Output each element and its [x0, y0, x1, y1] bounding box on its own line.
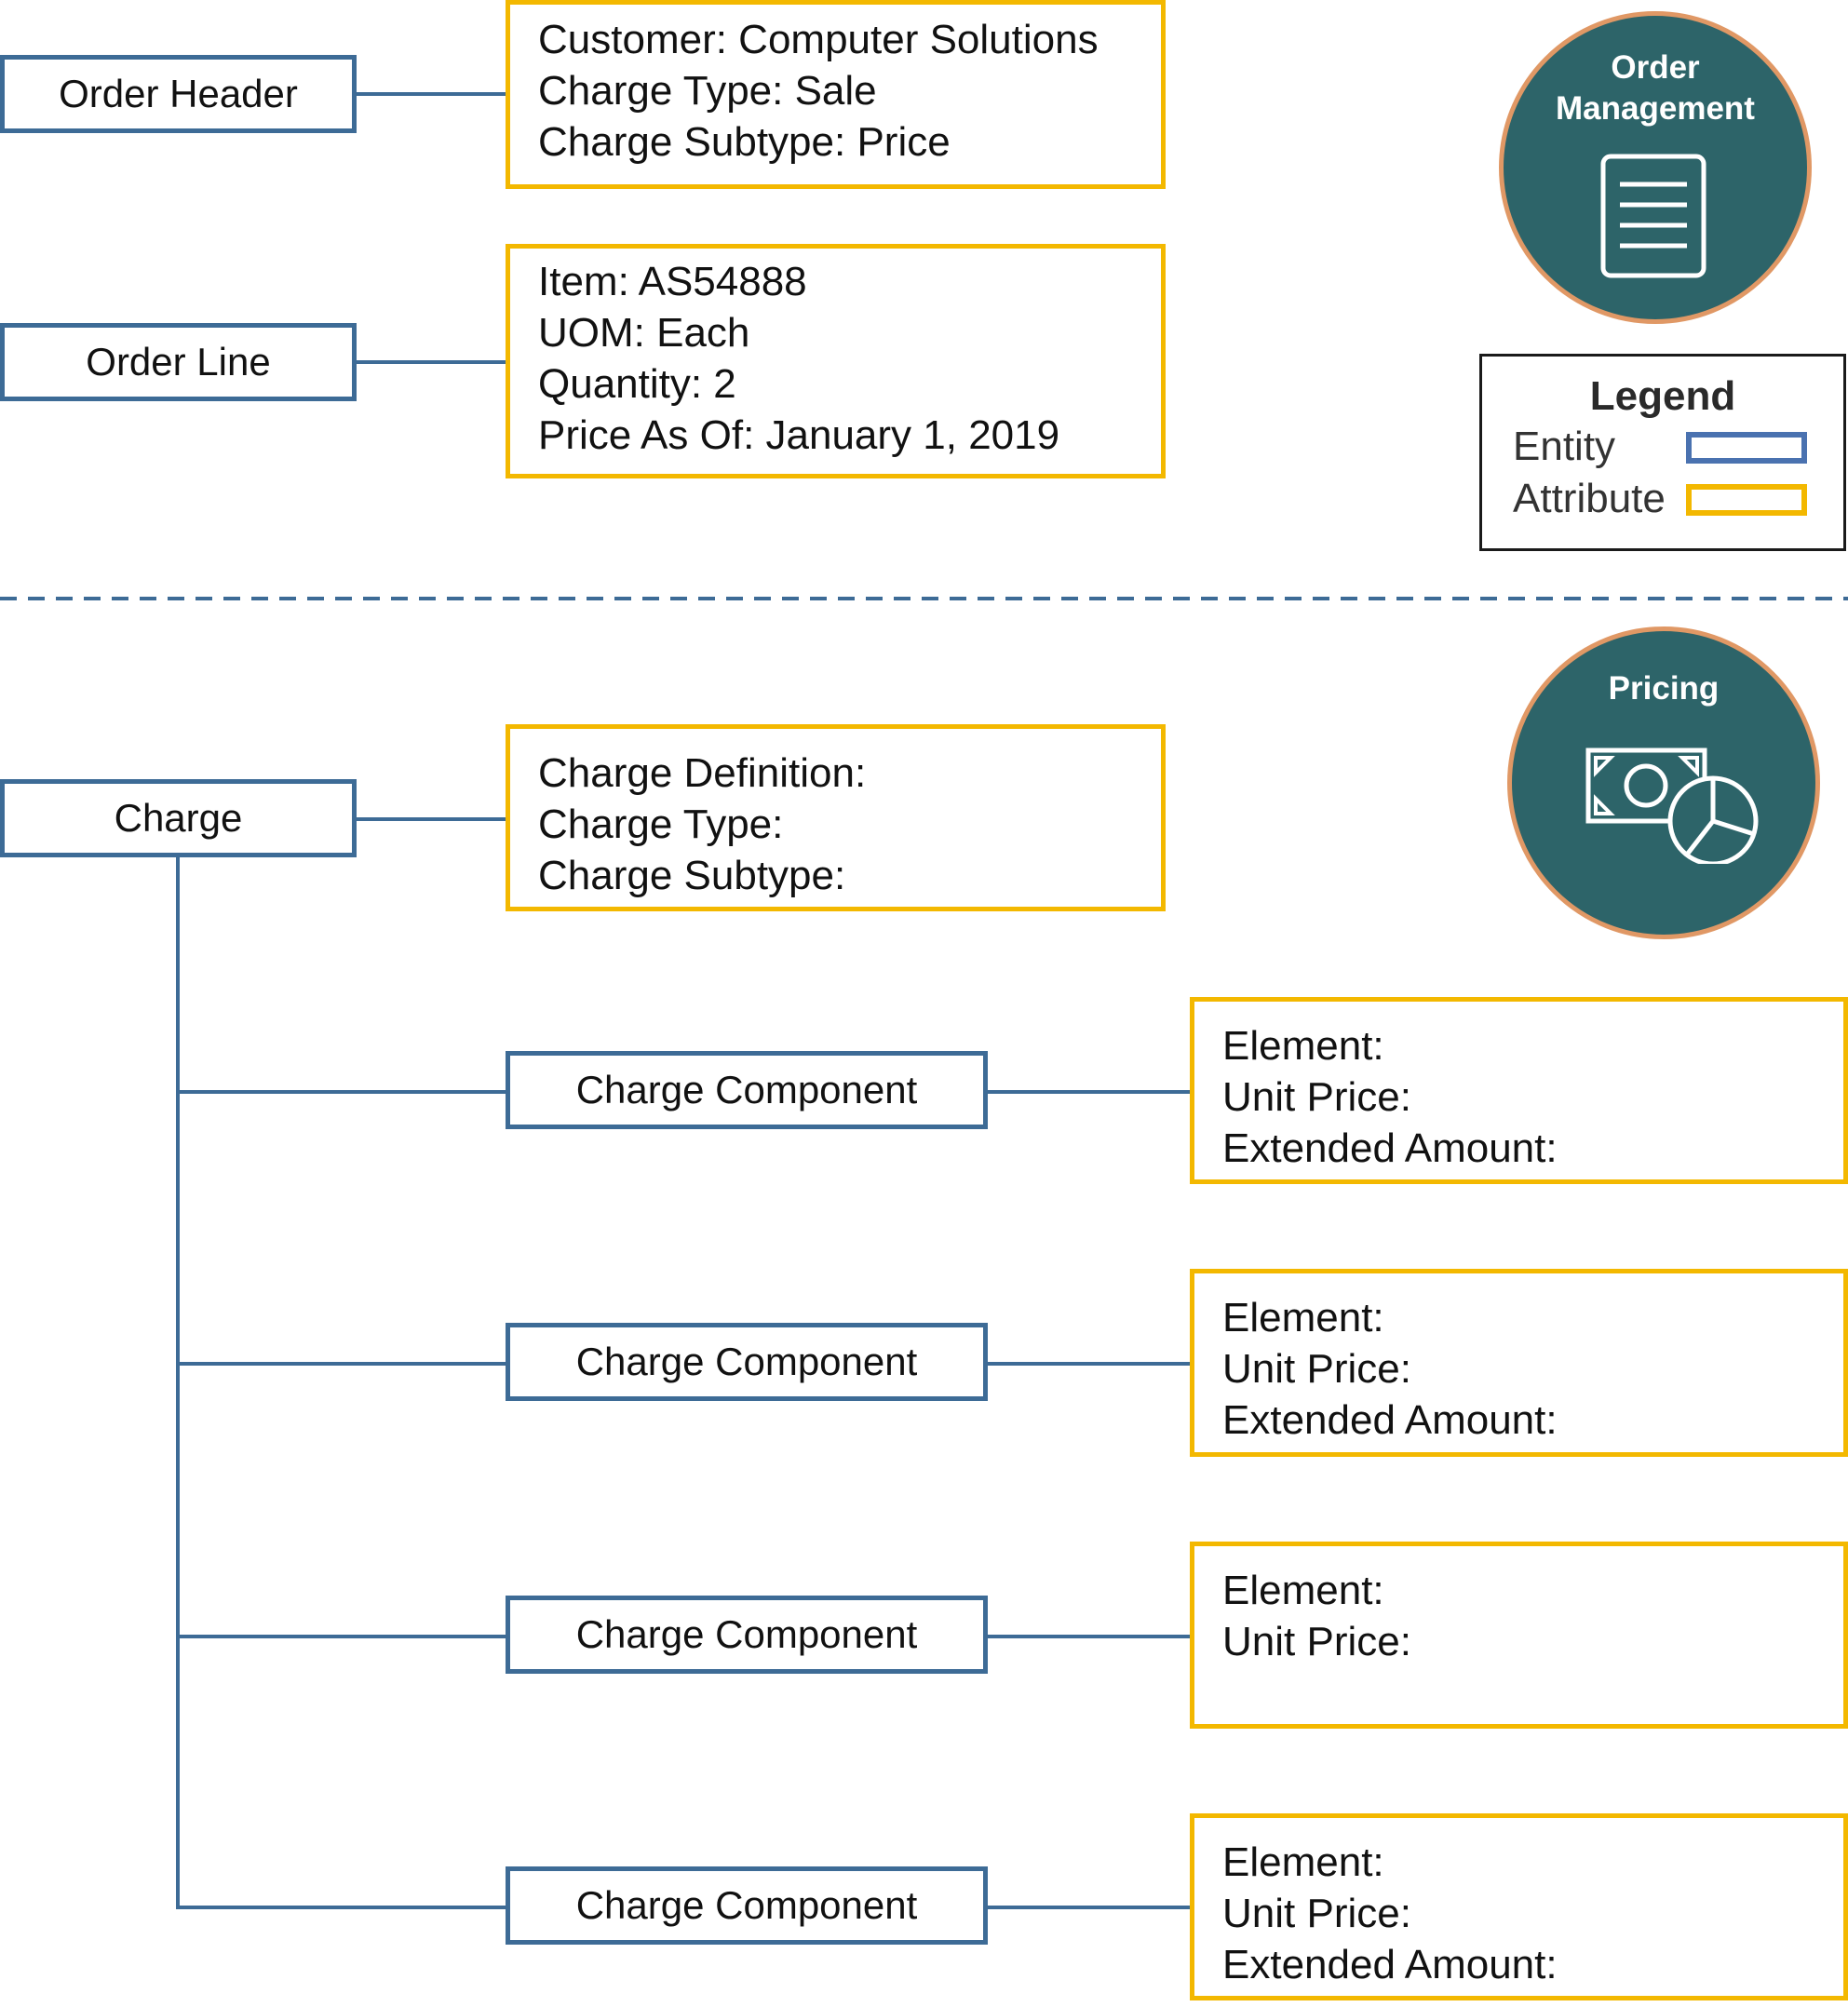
- legend-title: Legend: [1589, 373, 1736, 419]
- order-line-attributes: Item: AS54888 UOM: Each Quantity: 2 Pric…: [506, 244, 1166, 478]
- charge-component-entity: Charge Component: [506, 1596, 988, 1674]
- charge-entity: Charge: [0, 779, 357, 857]
- charge-component-label: Charge Component: [575, 1340, 918, 1383]
- document-icon: [1600, 154, 1706, 278]
- order-line-label: Order Line: [86, 340, 271, 384]
- legend-attribute-label: Attribute: [1513, 476, 1666, 521]
- legend-entity-label: Entity: [1513, 424, 1616, 469]
- charge-label: Charge: [114, 796, 243, 840]
- attribute-line: Element:: [1222, 1023, 1384, 1069]
- money-pie-chart-icon: [1585, 748, 1759, 864]
- legend: Legend Entity Attribute: [1479, 354, 1846, 551]
- charge-component-attributes: Element: Unit Price: Extended Amount:: [1190, 997, 1848, 1184]
- attribute-line: Unit Price:: [1222, 1619, 1411, 1664]
- order-line-entity: Order Line: [0, 323, 357, 401]
- order-header-label: Order Header: [59, 72, 298, 115]
- order-header-attributes: Customer: Computer Solutions Charge Type…: [506, 0, 1166, 189]
- attribute-line: Charge Type: Sale: [538, 68, 877, 114]
- attribute-line: Extended Amount:: [1222, 1942, 1558, 1987]
- charge-component-entity: Charge Component: [506, 1051, 988, 1129]
- attribute-line: Unit Price:: [1222, 1346, 1411, 1392]
- order-management-badge: Order Management: [1499, 11, 1812, 324]
- charge-component-entity: Charge Component: [506, 1323, 988, 1401]
- attribute-line: Price As Of: January 1, 2019: [538, 412, 1060, 458]
- attribute-line: Extended Amount:: [1222, 1397, 1558, 1443]
- attribute-line: Charge Type:: [538, 801, 784, 847]
- attribute-line: Element:: [1222, 1839, 1384, 1885]
- attribute-line: Charge Subtype: Price: [538, 119, 951, 165]
- badge-title-line1: Order: [1611, 49, 1700, 86]
- legend-entity-swatch: [1686, 432, 1807, 464]
- charge-component-entity: Charge Component: [506, 1866, 988, 1945]
- attribute-line: Quantity: 2: [538, 361, 736, 407]
- charge-component-attributes: Element: Unit Price: Extended Amount:: [1190, 1269, 1848, 1457]
- attribute-line: Unit Price:: [1222, 1074, 1411, 1120]
- attribute-line: Customer: Computer Solutions: [538, 17, 1099, 62]
- charge-component-attributes: Element: Unit Price:: [1190, 1542, 1848, 1729]
- order-header-entity: Order Header: [0, 55, 357, 133]
- charge-attributes: Charge Definition: Charge Type: Charge S…: [506, 724, 1166, 911]
- pricing-badge-title: Pricing: [1608, 670, 1720, 707]
- charge-component-label: Charge Component: [575, 1068, 918, 1111]
- attribute-line: Element:: [1222, 1295, 1384, 1340]
- charge-component-label: Charge Component: [575, 1612, 918, 1656]
- attribute-line: Charge Definition:: [538, 750, 867, 796]
- legend-attribute-swatch: [1686, 484, 1807, 516]
- attribute-line: Unit Price:: [1222, 1891, 1411, 1936]
- attribute-line: Charge Subtype:: [538, 853, 846, 898]
- charge-component-attributes: Element: Unit Price: Extended Amount:: [1190, 1813, 1848, 2000]
- attribute-line: Element:: [1222, 1568, 1384, 1613]
- pricing-badge: Pricing: [1507, 626, 1820, 939]
- attribute-line: UOM: Each: [538, 310, 750, 356]
- attribute-line: Item: AS54888: [538, 259, 807, 304]
- charge-component-label: Charge Component: [575, 1883, 918, 1927]
- attribute-line: Extended Amount:: [1222, 1125, 1558, 1171]
- badge-title-line2: Management: [1556, 90, 1755, 127]
